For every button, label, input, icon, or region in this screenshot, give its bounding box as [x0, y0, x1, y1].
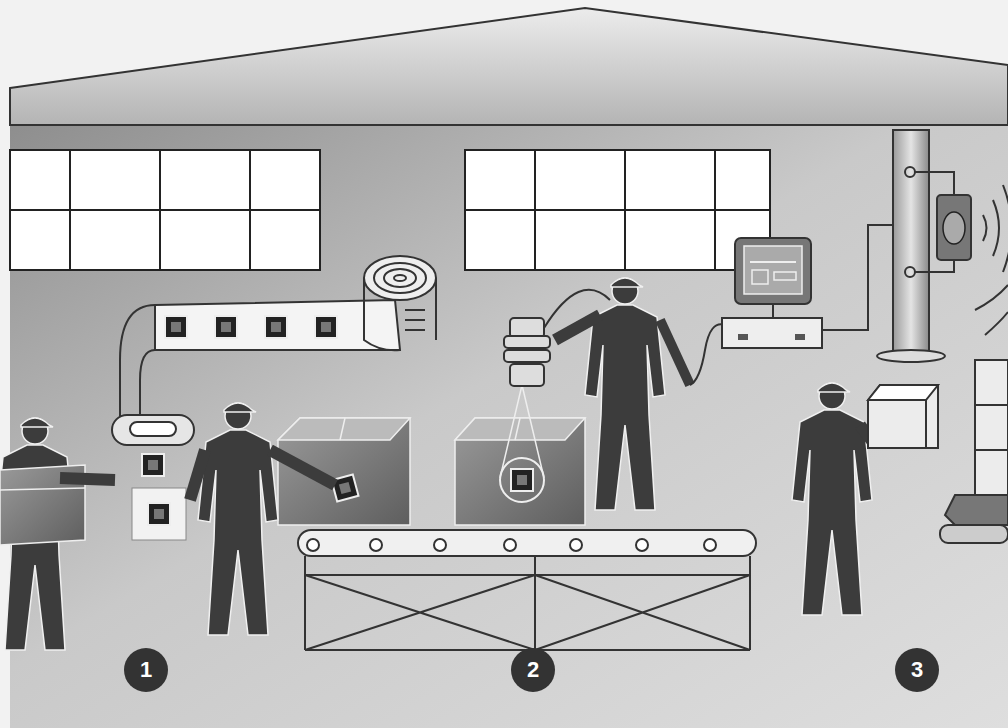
callout-number: 1 [124, 648, 168, 692]
callout-number: 2 [511, 648, 555, 692]
callout-number: 3 [895, 648, 939, 692]
